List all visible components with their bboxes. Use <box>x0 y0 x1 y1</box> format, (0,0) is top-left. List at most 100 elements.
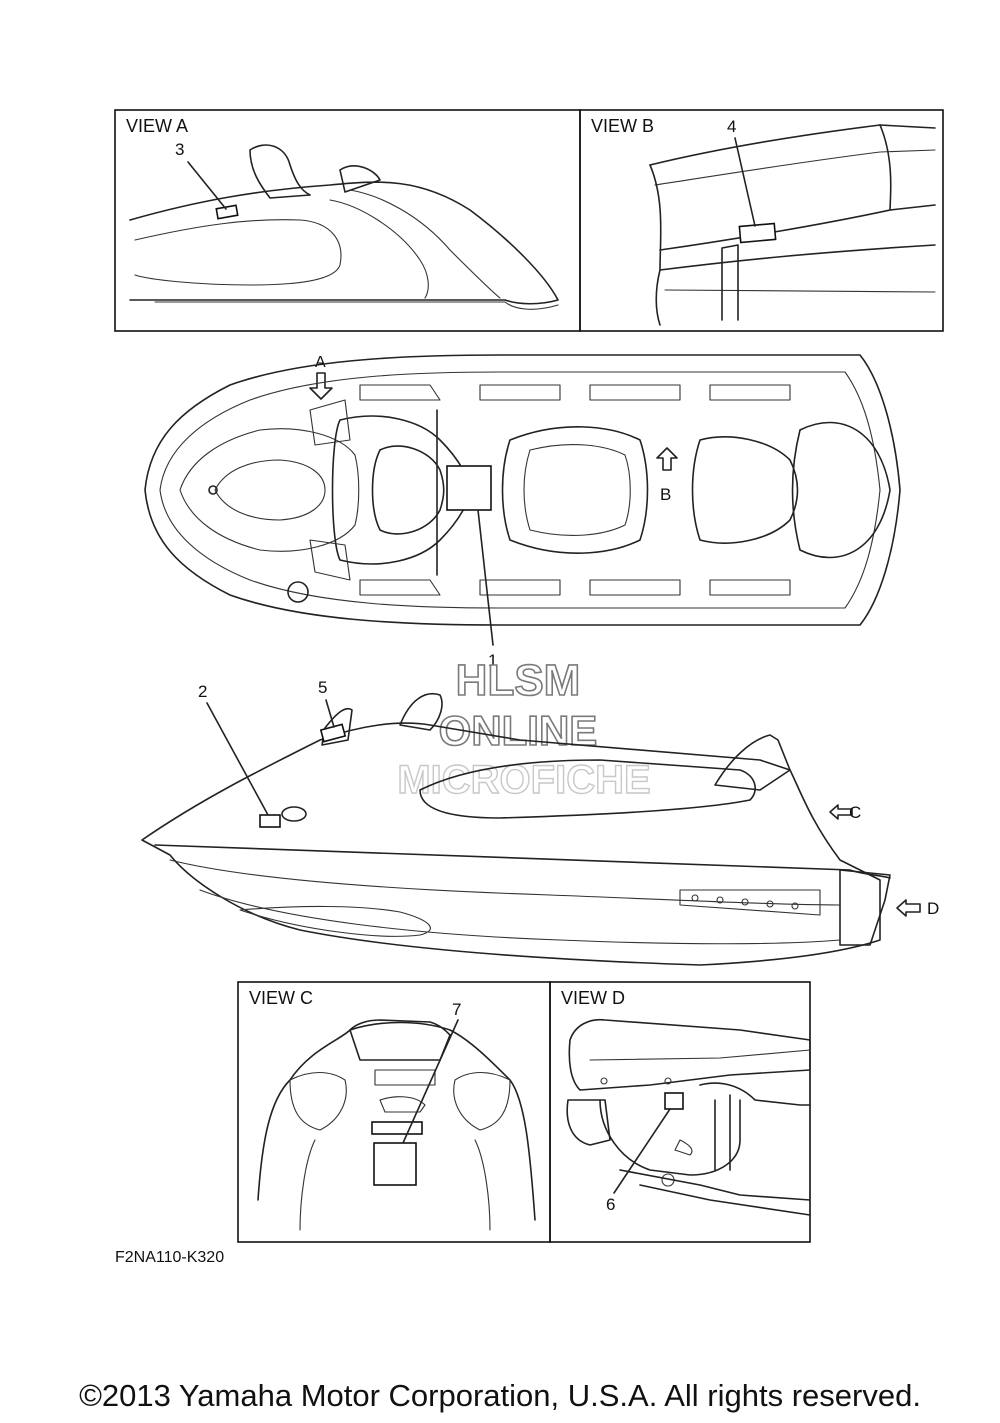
view-d-top-part <box>568 1018 811 1091</box>
view-c-left-handle <box>289 1071 347 1131</box>
callout-1: 1 <box>488 651 497 670</box>
view-b-line5 <box>664 289 936 293</box>
view-c-slot <box>374 1069 436 1086</box>
arrow-d-label: D <box>927 899 939 918</box>
view-a-hull <box>129 181 559 305</box>
view-c-grip <box>379 1096 426 1113</box>
view-c-plate <box>371 1121 423 1135</box>
view-d-panel: VIEW D 6 <box>549 981 811 1243</box>
top-view-seat <box>501 426 649 554</box>
view-b-post <box>721 244 739 321</box>
view-b-right-edge <box>879 124 892 211</box>
view-a-rail <box>154 301 559 310</box>
view-d-bolt1 <box>600 1077 608 1085</box>
view-a-label: VIEW A <box>126 116 188 136</box>
view-b-frame <box>579 109 944 332</box>
view-a-handle <box>339 165 381 193</box>
arrow-a-label: A <box>315 354 326 371</box>
view-d-bolt2 <box>664 1077 672 1085</box>
view-b-line4 <box>659 244 936 271</box>
arrow-b-icon <box>656 447 678 471</box>
top-view-mirror-right <box>309 539 351 581</box>
side-view-vent-strip <box>679 889 821 916</box>
top-view-stern <box>791 421 891 559</box>
view-b-left-edge <box>649 164 662 326</box>
view-b-top-line <box>649 124 936 166</box>
top-view-hull-inner <box>159 371 881 609</box>
callout-7: 7 <box>452 1000 461 1019</box>
leader-6 <box>613 1108 671 1194</box>
view-d-frame <box>549 981 811 1243</box>
copyright-text: ©2013 Yamaha Motor Corporation, U.S.A. A… <box>79 1378 921 1413</box>
arrow-c-label: C <box>849 803 861 822</box>
arrow-b-label: B <box>660 485 671 504</box>
top-view-label-1 <box>446 465 492 511</box>
side-view-mirror <box>399 693 443 731</box>
leader-1 <box>477 509 494 646</box>
view-d-base <box>619 1169 811 1216</box>
part-code: F2NA110-K320 <box>115 1249 224 1266</box>
side-view-label-2 <box>259 814 281 828</box>
view-c-outline <box>257 1021 536 1221</box>
view-a-panel: VIEW A 3 <box>114 109 581 332</box>
view-a-deck-line <box>349 189 501 299</box>
view-b-line2 <box>654 149 936 186</box>
leader-3 <box>187 161 227 210</box>
view-d-bracket <box>599 1099 741 1176</box>
callout-5: 5 <box>318 678 327 697</box>
view-d-label: VIEW D <box>561 988 625 1008</box>
view-b-panel: VIEW B 4 <box>579 109 944 332</box>
side-view-line2 <box>199 889 841 945</box>
top-view-cap <box>287 581 309 603</box>
top-view-mirror-left <box>309 399 351 446</box>
top-view-console <box>371 445 445 535</box>
leader-4 <box>734 137 756 227</box>
view-d-left-part <box>566 1099 611 1146</box>
watermark: HLSM ONLINE MICROFICHE <box>397 655 652 803</box>
view-c-sides <box>299 1139 491 1231</box>
view-d-post <box>714 1094 731 1171</box>
watermark-line3: MICROFICHE <box>397 758 650 802</box>
side-view-rail <box>154 844 891 879</box>
side-view-stripe <box>239 905 431 937</box>
top-view-bolt <box>208 485 218 495</box>
arrow-c-icon <box>829 804 853 820</box>
top-view-hull <box>144 354 901 626</box>
top-view-handlebar-area <box>331 415 471 565</box>
view-d-label-6 <box>664 1092 684 1110</box>
view-a-deck-line2 <box>329 199 429 299</box>
side-view-stern <box>839 869 891 946</box>
view-b-label: VIEW B <box>591 116 654 136</box>
top-view-vents-bottom <box>359 579 791 596</box>
callout-4: 4 <box>727 117 736 136</box>
view-c-panel: VIEW C 7 <box>237 981 551 1243</box>
callout-3: 3 <box>175 140 184 159</box>
top-view: A B 1 <box>144 354 901 670</box>
view-c-right-handle <box>453 1071 511 1131</box>
view-c-top <box>349 1019 451 1061</box>
view-b-line3 <box>659 204 936 251</box>
view-a-label-3 <box>215 204 239 220</box>
view-b-label-4 <box>738 222 777 244</box>
top-view-rear-seat <box>691 436 799 544</box>
view-d-hook <box>674 1139 693 1156</box>
top-view-bow <box>179 428 360 552</box>
side-view: 2 5 C D <box>141 678 939 966</box>
side-view-seat <box>419 759 756 819</box>
view-d-line1 <box>589 1049 811 1061</box>
top-view-seat-inner <box>523 444 631 536</box>
leader-5 <box>325 699 335 728</box>
side-view-label-5 <box>319 723 347 743</box>
side-view-rear-handle <box>714 734 791 791</box>
view-c-label: VIEW C <box>249 988 313 1008</box>
view-c-label-7 <box>373 1142 417 1186</box>
view-d-handle <box>699 1082 811 1106</box>
side-view-handle <box>321 708 353 746</box>
leader-7 <box>402 1019 459 1144</box>
side-view-cap <box>281 806 307 822</box>
watermark-line1: HLSM <box>456 656 581 705</box>
arrow-a-icon <box>309 372 333 400</box>
callout-2: 2 <box>198 682 207 701</box>
top-view-bow-inner <box>214 459 326 521</box>
